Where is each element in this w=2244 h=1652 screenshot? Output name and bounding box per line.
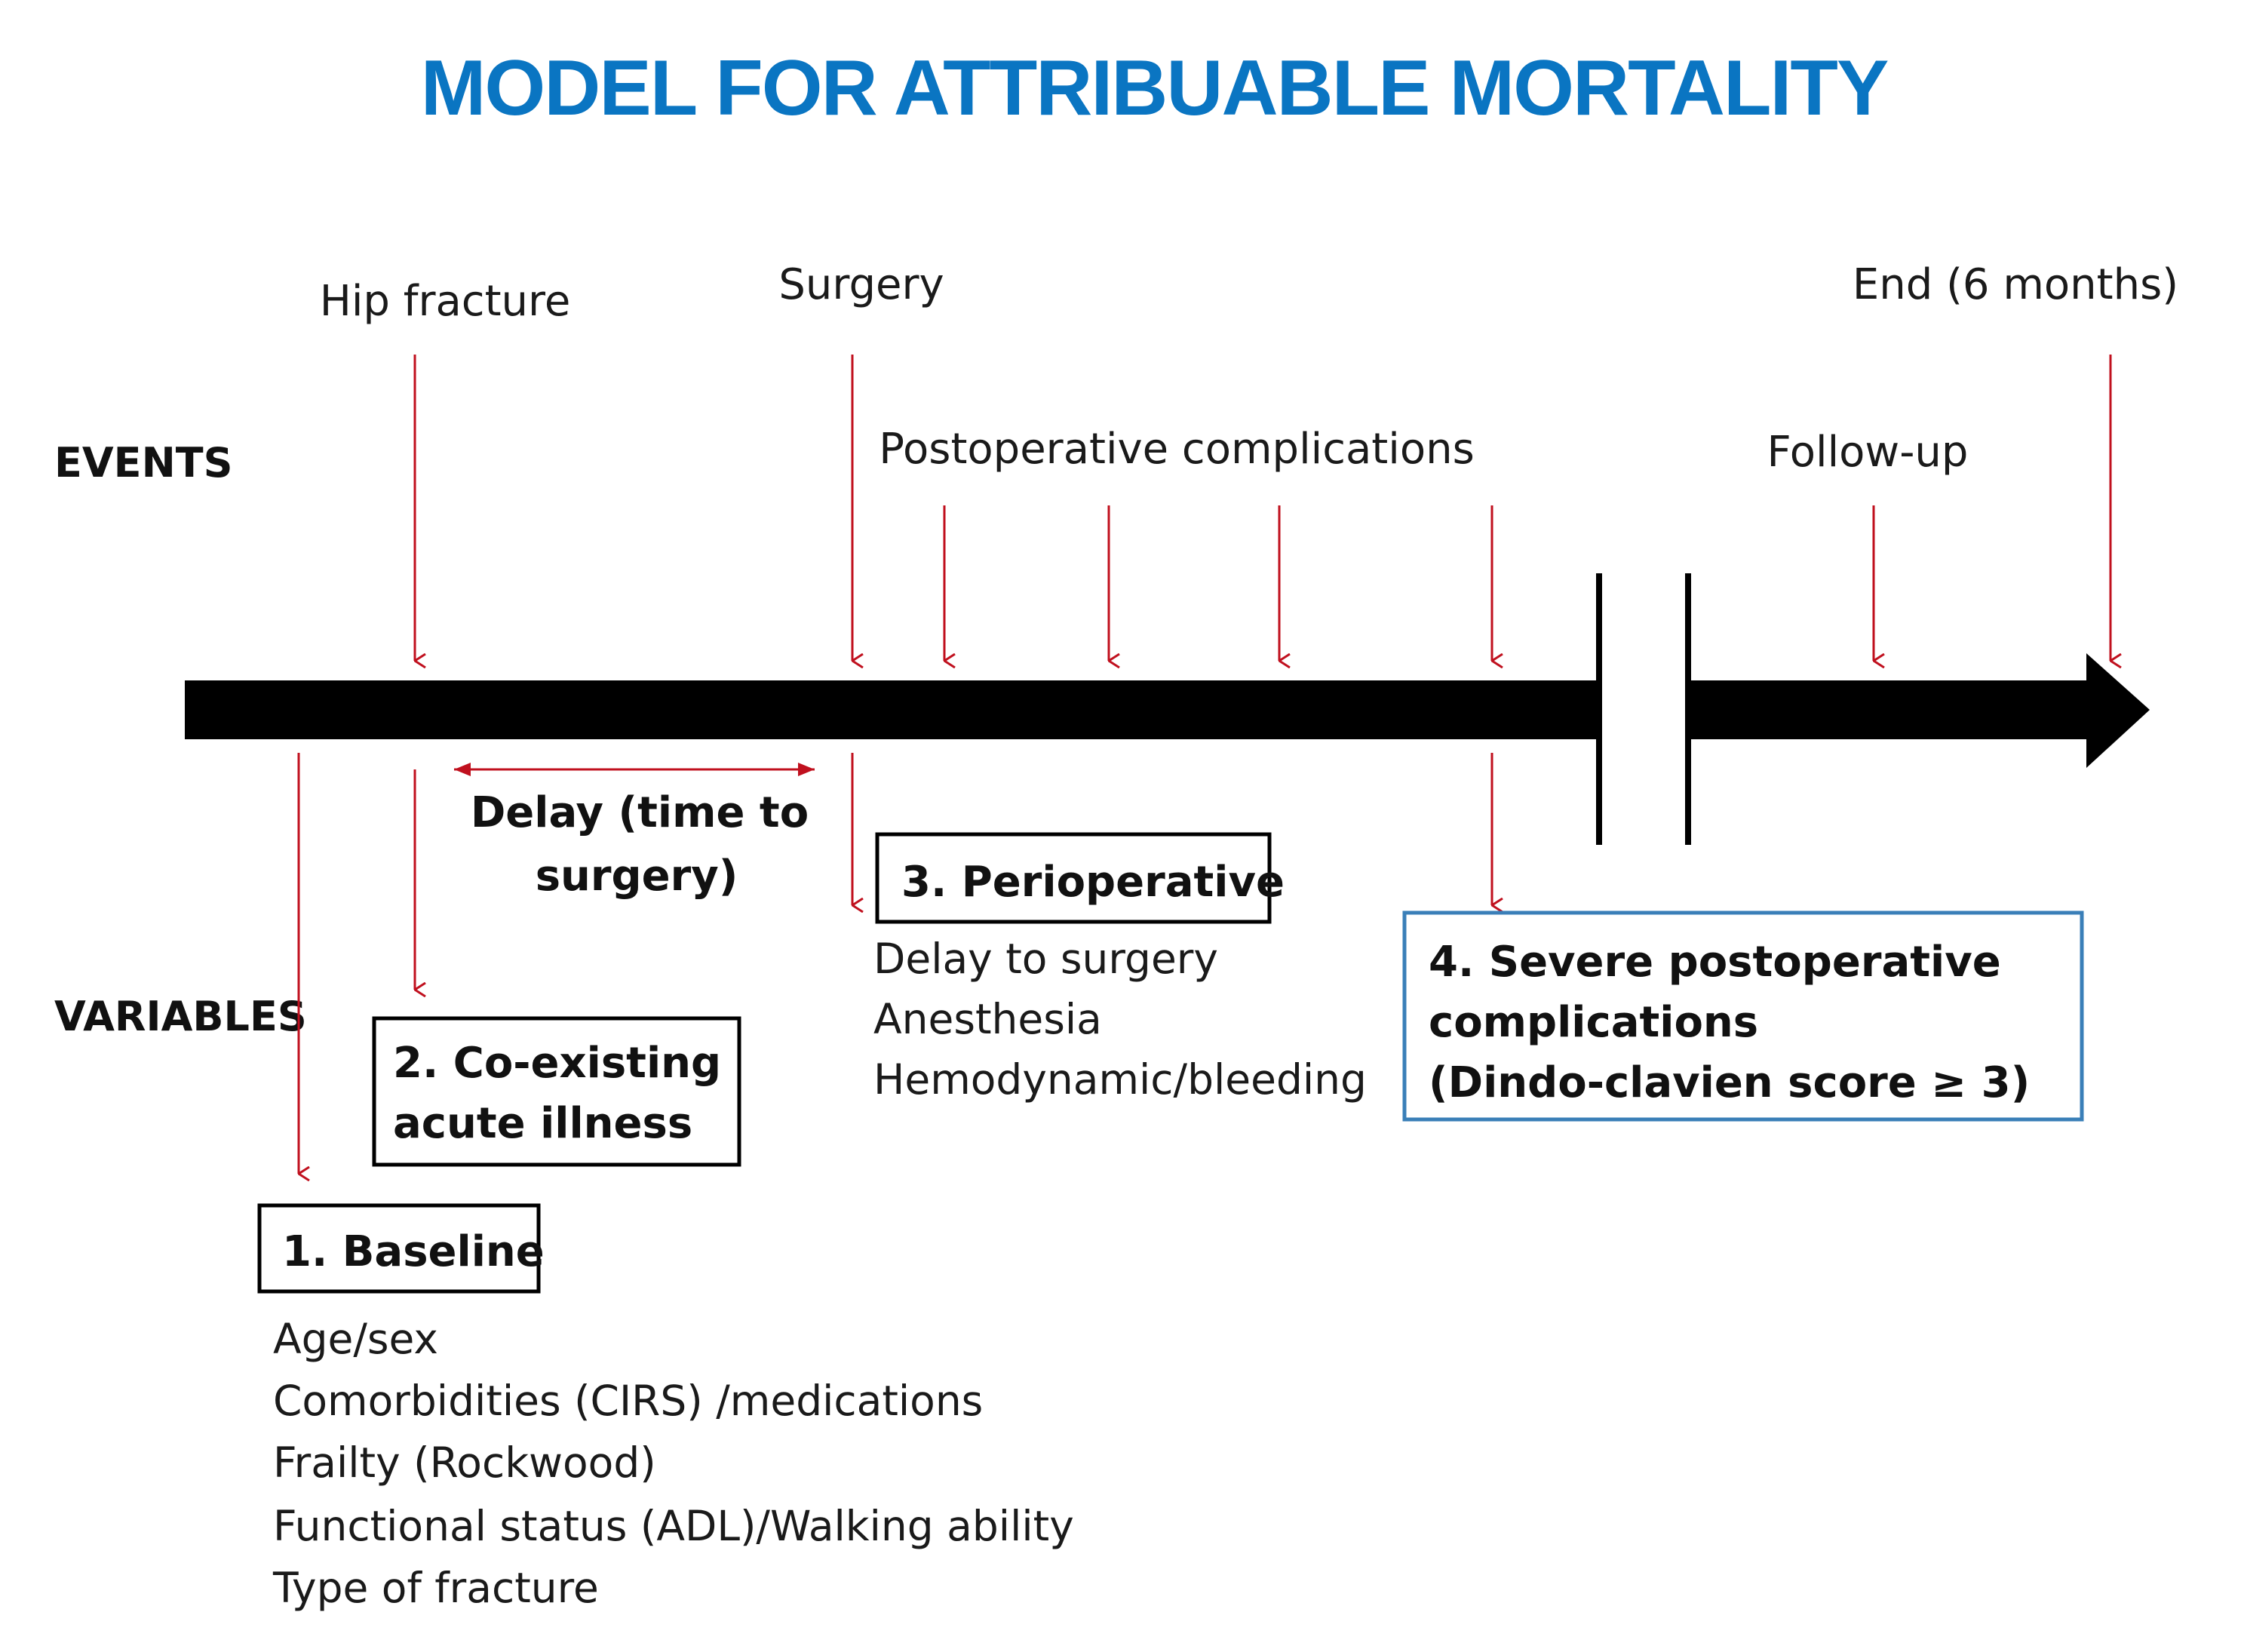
acute-box-line1: 2. Co-existing bbox=[393, 1039, 721, 1088]
event-follow-up: Follow-up bbox=[1767, 428, 1969, 477]
severe-box-line2: complications bbox=[1429, 998, 1758, 1047]
timeline-arrowhead bbox=[2086, 653, 2150, 768]
baseline-item-4: Functional status (ADL)/Walking ability bbox=[273, 1502, 1074, 1550]
severe-box-line1: 4. Severe postoperative bbox=[1429, 938, 2001, 987]
event-postoperative-complications: Postoperative complications bbox=[879, 425, 1475, 474]
perioperative-box-title: 3. Perioperative bbox=[901, 858, 1285, 907]
delay-label-line2: surgery) bbox=[536, 852, 738, 901]
timeline-bar-left bbox=[185, 680, 1599, 739]
variable-arrows bbox=[297, 753, 1492, 1174]
baseline-box bbox=[257, 1203, 541, 1294]
baseline-item-3: Frailty (Rockwood) bbox=[273, 1439, 656, 1487]
severe-complications-box bbox=[1402, 910, 2084, 1122]
perioperative-item-3: Hemodynamic/bleeding bbox=[873, 1055, 1367, 1104]
perioperative-item-1: Delay to surgery bbox=[873, 935, 1218, 983]
baseline-item-5: Type of fracture bbox=[272, 1564, 599, 1612]
diagram-title: MODEL FOR ATTRIBUABLE MORTALITY bbox=[421, 45, 1888, 132]
baseline-box-title: 1. Baseline bbox=[282, 1227, 545, 1276]
delay-label-line1: Delay (time to bbox=[471, 788, 809, 837]
event-hip-fracture: Hip fracture bbox=[320, 277, 571, 326]
event-end: End (6 months) bbox=[1853, 260, 2178, 309]
perioperative-item-2: Anesthesia bbox=[873, 995, 1102, 1043]
baseline-item-1: Age/sex bbox=[273, 1315, 438, 1363]
timeline-bar-right bbox=[1688, 680, 2089, 739]
events-section-label: EVENTS bbox=[54, 439, 233, 487]
event-arrows bbox=[413, 355, 2110, 661]
perioperative-box bbox=[875, 832, 1272, 924]
event-surgery: Surgery bbox=[778, 260, 944, 309]
severe-box-line3: (Dindo-clavien score ≥ 3) bbox=[1429, 1058, 2030, 1107]
baseline-item-2: Comorbidities (CIRS) /medications bbox=[273, 1377, 983, 1425]
variables-section-label: VARIABLES bbox=[54, 993, 307, 1040]
timeline bbox=[185, 573, 2150, 845]
acute-illness-box bbox=[372, 1016, 741, 1167]
acute-box-line2: acute illness bbox=[393, 1099, 692, 1148]
